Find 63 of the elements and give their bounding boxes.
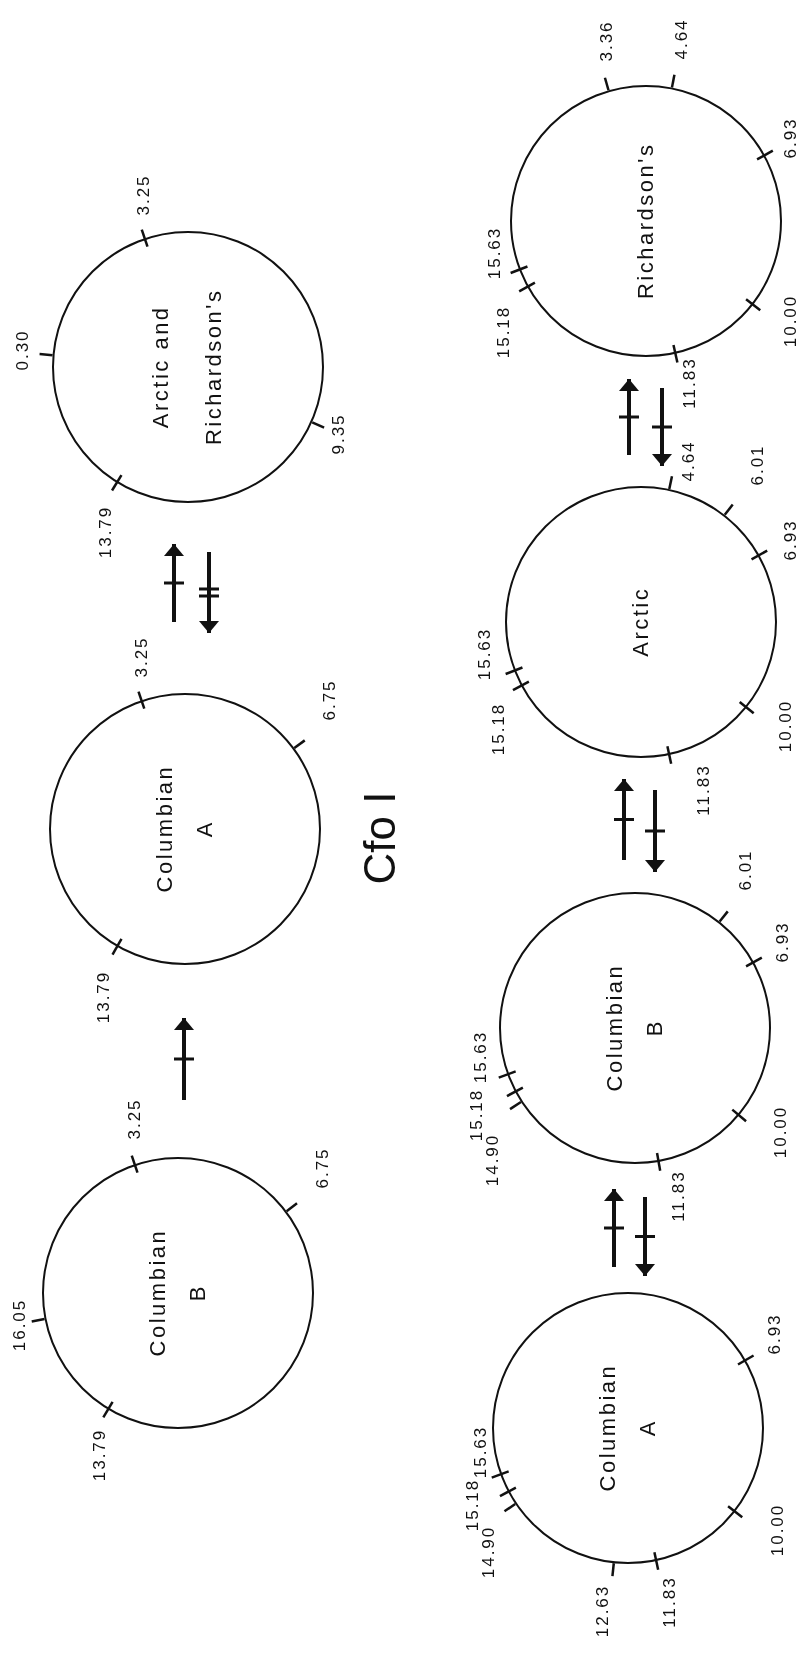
circle-label: Columbian A [151, 765, 218, 893]
site-position-label: 3.25 [132, 636, 150, 678]
site-position-label: 6.93 [765, 1313, 783, 1355]
site-position-label: 14.90 [479, 1525, 497, 1579]
site-position-label: 15.18 [463, 1478, 481, 1532]
restriction-map-circle [510, 85, 782, 357]
site-position-label: 6.93 [773, 921, 791, 963]
restriction-map-circle [49, 693, 321, 965]
arrow [614, 779, 634, 860]
arrow [164, 544, 184, 622]
site-position-label: 0.30 [13, 329, 31, 371]
circle-label: Arctic [627, 587, 655, 657]
arrow [199, 552, 219, 633]
site-position-label: 4.64 [672, 18, 690, 60]
site-position-label: 10.00 [768, 1503, 786, 1557]
site-position-label: 14.90 [483, 1133, 501, 1187]
circle-label: Columbian B [144, 1229, 211, 1357]
site-position-label: 12.63 [593, 1584, 611, 1638]
restriction-map-circle [505, 486, 777, 758]
site-position-label: 10.00 [771, 1105, 789, 1159]
site-position-label: 6.75 [313, 1147, 331, 1189]
site-position-label: 11.83 [669, 1170, 687, 1222]
restriction-map-circle [499, 892, 771, 1164]
site-position-label: 3.36 [597, 20, 615, 62]
site-position-label: 6.01 [748, 444, 766, 486]
site-position-label: 13.79 [90, 1428, 108, 1482]
site-position-label: 6.01 [736, 849, 754, 891]
site-position-label: 16.05 [10, 1298, 28, 1352]
site-position-label: 13.79 [96, 505, 114, 559]
site-position-label: 11.83 [660, 1576, 678, 1628]
circle-label: Columbian A [594, 1364, 661, 1492]
site-position-label: 15.63 [471, 1030, 489, 1084]
site-position-label: 15.18 [494, 305, 512, 359]
site-position-label: 15.18 [489, 702, 507, 756]
site-position-label: 4.64 [679, 440, 697, 482]
circle-label: Richardson's [632, 142, 660, 300]
arrow [635, 1197, 655, 1276]
site-position-label: 10.00 [781, 294, 799, 348]
site-position-label: 15.63 [475, 627, 493, 681]
site-position-label: 6.93 [781, 117, 799, 159]
site-position-label: 10.00 [776, 699, 794, 753]
arrow [174, 1018, 194, 1100]
site-position-label: 15.18 [467, 1088, 485, 1142]
arrow [652, 388, 672, 466]
restriction-map-circle [42, 1157, 314, 1429]
site-position-label: 11.83 [680, 357, 698, 409]
site-position-label: 3.25 [125, 1098, 143, 1140]
circle-label: Columbian B [601, 964, 668, 1092]
arrow [645, 790, 665, 872]
site-position-label: 15.63 [485, 226, 503, 280]
site-position-label: 13.79 [94, 970, 112, 1024]
site-position-label: 9.35 [329, 413, 347, 455]
enzyme-title: Cfo I [358, 791, 402, 885]
restriction-map-circle [52, 231, 324, 503]
arrow [604, 1189, 624, 1267]
circle-label: Arctic and Richardson's [147, 288, 227, 446]
site-position-label: 11.83 [694, 764, 712, 816]
site-position-label: 6.93 [781, 519, 799, 561]
site-position-label: 6.75 [320, 679, 338, 721]
site-position-label: 15.63 [471, 1425, 489, 1479]
restriction-map-circle [492, 1292, 764, 1564]
arrow [619, 379, 639, 455]
site-position-label: 3.25 [134, 174, 152, 216]
